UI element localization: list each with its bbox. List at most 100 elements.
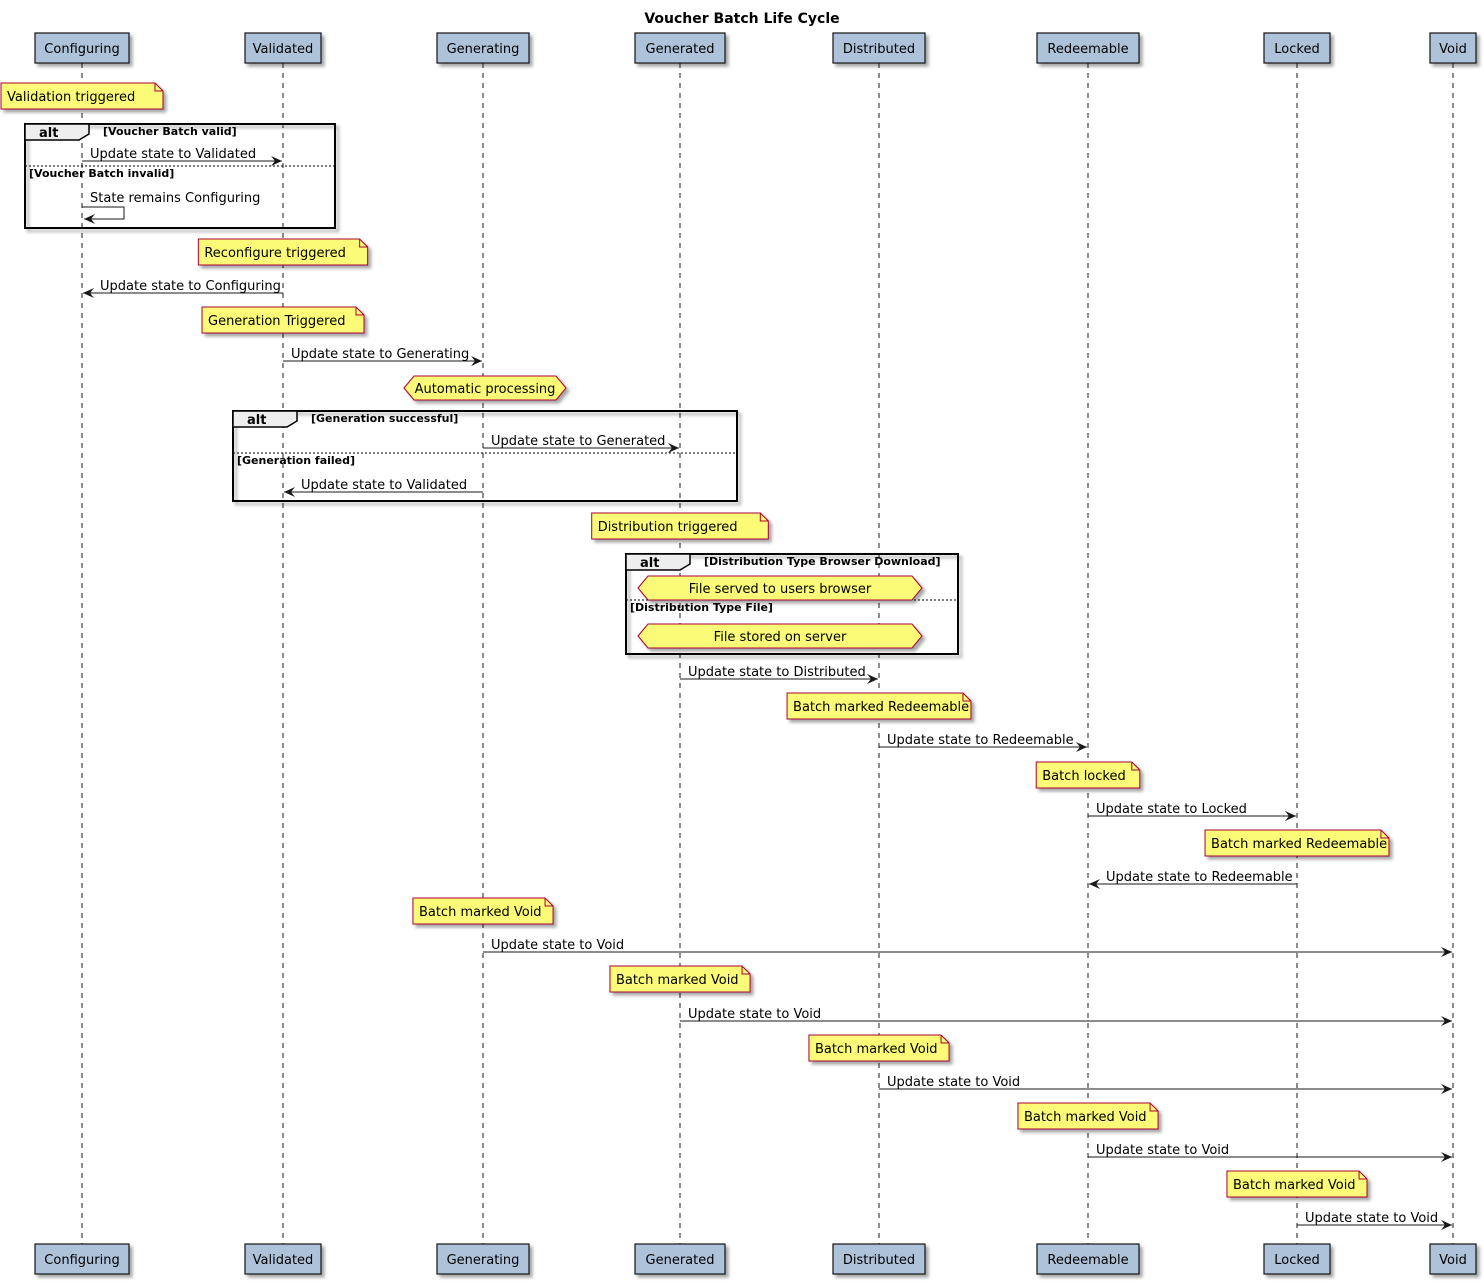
note-box bbox=[1204, 829, 1390, 857]
message-locked-to-void: Update state to Void bbox=[1297, 1211, 1452, 1230]
message-label: Update state to Void bbox=[887, 1075, 1020, 1090]
participant-generated-top: Generated bbox=[634, 32, 726, 64]
note-box bbox=[786, 692, 972, 720]
note-box bbox=[591, 512, 769, 540]
participants-bottom: Configuring Validated Generating Generated D… bbox=[34, 1243, 1477, 1275]
alt-keyword: alt bbox=[247, 413, 266, 428]
hexagon-text: File served to users browser bbox=[689, 582, 872, 597]
note-text: Distribution triggered bbox=[598, 520, 738, 535]
message-validated-to-generating: Update state to Generating bbox=[283, 347, 482, 366]
participant-distributed-bottom: Distributed bbox=[832, 1243, 926, 1275]
message-label: Update state to Configuring bbox=[100, 279, 281, 294]
hexagon-text: File stored on server bbox=[714, 630, 847, 645]
note: Batch marked Redeemable bbox=[786, 692, 972, 720]
participant-box bbox=[1263, 1243, 1331, 1275]
note: Batch marked Void bbox=[609, 965, 751, 993]
note-fold bbox=[154, 83, 163, 92]
hexagon-box bbox=[637, 623, 923, 649]
participant-label: Distributed bbox=[843, 1253, 915, 1268]
participant-validated-top: Validated bbox=[244, 32, 322, 64]
note-text: Batch marked Void bbox=[419, 905, 542, 920]
alt-else-guard: [Voucher Batch invalid] bbox=[29, 167, 174, 180]
participant-void-bottom: Void bbox=[1429, 1243, 1477, 1275]
note-text: Batch marked Void bbox=[1233, 1178, 1356, 1193]
participant-label: Void bbox=[1439, 1253, 1467, 1268]
alt-frame: alt [Generation successful] [Generation fa… bbox=[232, 410, 738, 502]
note-box bbox=[1226, 1170, 1368, 1198]
participant-box bbox=[244, 32, 322, 64]
hexagon-text: Automatic processing bbox=[415, 382, 556, 397]
alt-frame: alt[Distribution Type Browser Download][… bbox=[625, 553, 959, 655]
participant-box bbox=[634, 32, 726, 64]
participant-locked-top: Locked bbox=[1263, 32, 1331, 64]
note: Batch marked Void bbox=[1226, 1170, 1368, 1198]
alt-frame: alt[Voucher Batch valid][Voucher Batch i… bbox=[24, 123, 336, 229]
alt-frame-tab bbox=[625, 553, 691, 571]
self-message-arrow bbox=[82, 206, 125, 224]
alt-guard: [Voucher Batch valid] bbox=[103, 125, 237, 138]
message-label: Update state to Redeemable bbox=[887, 733, 1074, 748]
message-generating-to-void: Update state to Void bbox=[483, 938, 1452, 957]
note: Batch marked Void bbox=[1017, 1102, 1159, 1130]
note: Generation Triggered bbox=[201, 306, 365, 334]
note-box bbox=[412, 897, 554, 925]
alt-frame-border bbox=[24, 123, 336, 229]
note-text: Batch marked Redeemable bbox=[1211, 837, 1387, 852]
note: Distribution triggered bbox=[591, 512, 769, 540]
self-message-label: State remains Configuring bbox=[90, 191, 260, 206]
alt-frames: alt [Voucher Batch valid] [Voucher Batch i… bbox=[24, 123, 959, 655]
participant-generating-bottom: Generating bbox=[436, 1243, 530, 1275]
note-text: Batch marked Redeemable bbox=[793, 700, 969, 715]
participant-label: Configuring bbox=[44, 1253, 119, 1268]
alt-guard: [Generation successful] bbox=[311, 412, 458, 425]
hexagon-box bbox=[637, 575, 923, 601]
note: Batch marked Void bbox=[808, 1034, 950, 1062]
message-label: Update state to Locked bbox=[1096, 802, 1247, 817]
message-distributed-to-void: Update state to Void bbox=[879, 1075, 1452, 1094]
note-fold bbox=[962, 693, 971, 702]
note-box bbox=[1035, 761, 1141, 789]
participant-box bbox=[832, 32, 926, 64]
alt-else-guard: [Generation failed] bbox=[237, 454, 355, 467]
note-text: Validation triggered bbox=[7, 90, 135, 105]
participant-configuring-bottom: Configuring bbox=[34, 1243, 130, 1275]
participant-box bbox=[634, 1243, 726, 1275]
participant-configuring-top: Configuring bbox=[34, 32, 130, 64]
note-fold bbox=[1380, 830, 1389, 839]
participant-label: Configuring bbox=[44, 42, 119, 57]
message-label: Update state to Void bbox=[688, 1007, 821, 1022]
participant-box bbox=[34, 1243, 130, 1275]
participant-label: Locked bbox=[1274, 42, 1319, 57]
participant-label: Generating bbox=[447, 42, 520, 57]
note: Reconfigure triggered bbox=[197, 238, 369, 266]
participant-label: Void bbox=[1439, 42, 1467, 57]
participant-box bbox=[1429, 32, 1477, 64]
note-fold bbox=[544, 898, 554, 907]
participant-label: Locked bbox=[1274, 1253, 1319, 1268]
message-label: Update state to Generating bbox=[291, 347, 469, 362]
note-fold bbox=[940, 1035, 950, 1044]
alt-keyword: alt bbox=[640, 556, 659, 571]
participant-label: Generated bbox=[646, 1253, 715, 1268]
self-message-configuring: State remains Configuring bbox=[82, 191, 260, 224]
note-text: Batch locked bbox=[1042, 769, 1126, 784]
hexagon-note: Automatic processing bbox=[403, 375, 567, 401]
note-fold bbox=[759, 513, 769, 522]
note-fold bbox=[359, 239, 368, 248]
participant-validated-bottom: Validated bbox=[244, 1243, 322, 1275]
note-box bbox=[0, 82, 164, 110]
participant-box bbox=[436, 32, 530, 64]
alt-frame-tab bbox=[232, 410, 298, 428]
participant-box bbox=[1263, 32, 1331, 64]
participant-label: Generating bbox=[447, 1253, 520, 1268]
message-generated-to-void: Update state to Void bbox=[680, 1007, 1452, 1026]
message-label: Update state to Validated bbox=[90, 147, 256, 162]
note-fold bbox=[355, 307, 364, 316]
participant-box bbox=[1429, 1243, 1477, 1275]
participant-label: Distributed bbox=[843, 42, 915, 57]
note: Batch marked Void bbox=[412, 897, 554, 925]
note-fold bbox=[1131, 762, 1140, 771]
note-text: Reconfigure triggered bbox=[204, 246, 346, 261]
